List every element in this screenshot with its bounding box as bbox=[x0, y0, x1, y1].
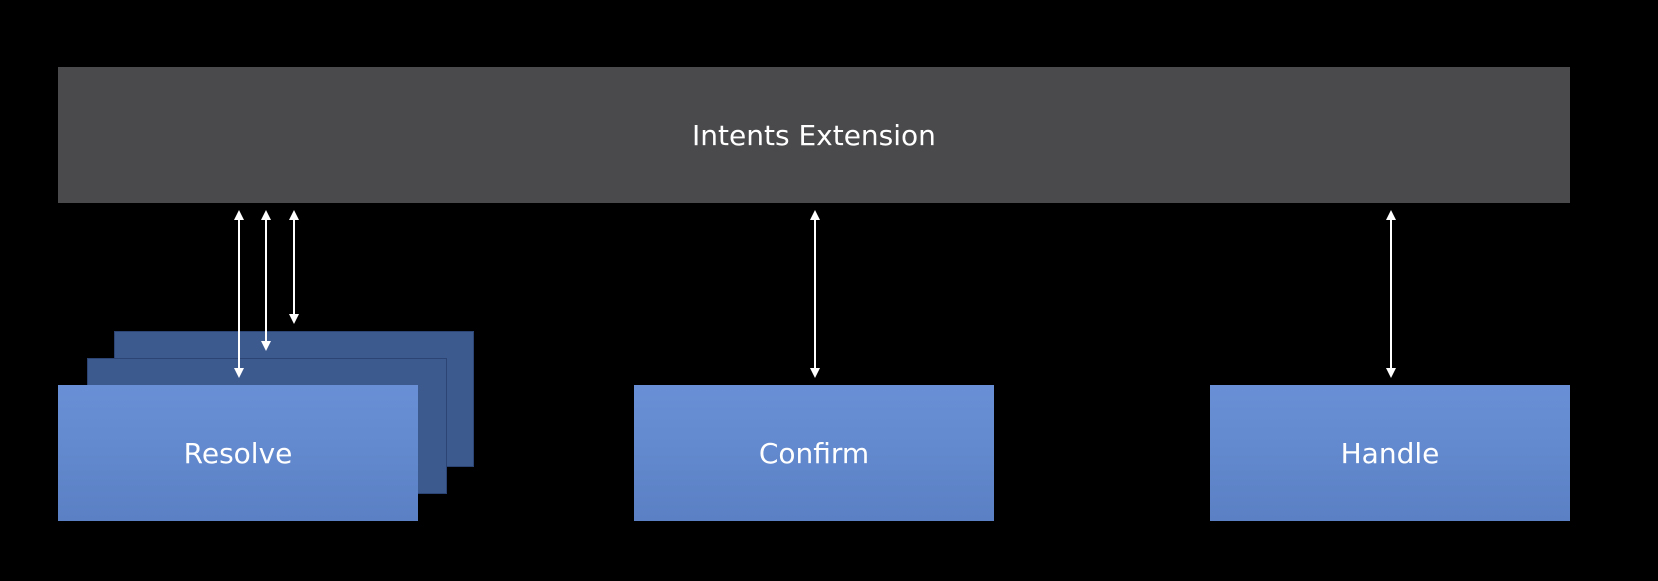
resolve-label: Resolve bbox=[183, 436, 293, 470]
resolve-box: Resolve bbox=[58, 385, 418, 521]
intents-extension-label: Intents Extension bbox=[692, 118, 936, 152]
handle-label: Handle bbox=[1340, 436, 1440, 470]
intents-extension-bar: Intents Extension bbox=[58, 67, 1570, 203]
handle-box: Handle bbox=[1210, 385, 1570, 521]
confirm-box: Confirm bbox=[634, 385, 994, 521]
confirm-label: Confirm bbox=[758, 436, 870, 470]
